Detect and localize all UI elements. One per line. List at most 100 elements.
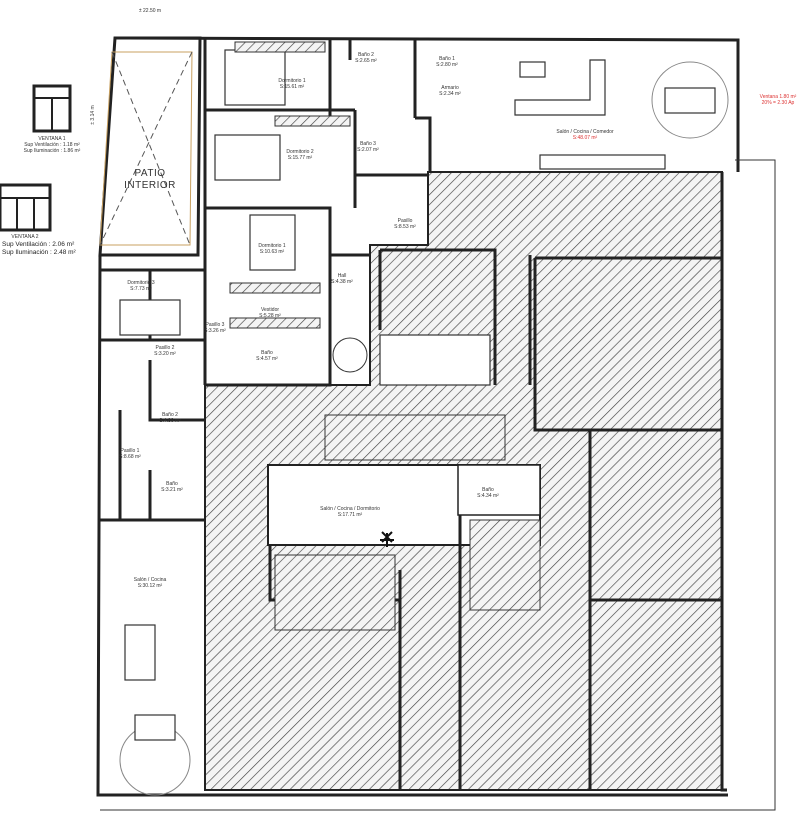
label-text: Hall (338, 273, 347, 279)
room-label: Pasillo 2S:3.20 m² (154, 345, 176, 357)
room-label: Dormitorio 1S:15.61 m² (278, 78, 305, 90)
label-text: Pasillo 2 (156, 345, 175, 351)
label-text: Salón / Cocina / Comedor (556, 129, 614, 135)
label-text: S:5.28 m² (259, 313, 281, 319)
label-text: Sup Iluminación : 2.48 m² (2, 249, 77, 256)
label-text: Baño 2 (358, 52, 374, 58)
label-text: Baño 1 (439, 56, 455, 62)
label-text: S:4.38 m² (331, 279, 353, 285)
label-text: Baño (166, 481, 178, 487)
label-text: VENTANA 1 (38, 136, 65, 142)
label-text: Dormitorio 2 (286, 149, 313, 155)
window-1-legend: VENTANA 1 Sup Ventilación : 1.18 m² Sup … (24, 84, 81, 154)
star-marker-icon (380, 531, 394, 547)
label-text: S:7.73 m² (130, 286, 152, 292)
label-text: S:2.80 m² (436, 62, 458, 68)
room-label: Dormitorio 3S:7.73 m² (127, 280, 154, 292)
label-text: S:2.34 m² (439, 91, 461, 97)
hatched-walls (268, 248, 722, 790)
room-label: Baño 1S:2.80 m² (436, 56, 458, 68)
bed-icon (224, 49, 286, 106)
label-text: Vestidor (261, 307, 279, 313)
wardrobe (274, 115, 351, 127)
dining-table-icon (651, 61, 729, 139)
window-2-legend: VENTANA 2 Sup Ventilación : 2.06 m² Sup … (0, 183, 77, 256)
label-text: S:10.63 m² (260, 249, 285, 255)
label-text: Baño (482, 487, 494, 493)
bed-icon (119, 299, 181, 336)
label-text: Dormitorio 3 (127, 280, 154, 286)
outer-wall (96, 36, 740, 797)
room-labels: Dormitorio 1S:15.61 m² Dormitorio 2S:15.… (119, 52, 614, 589)
label-text: Sup Ventilación : 2.06 m² (2, 241, 75, 248)
label-text: S:3.26 m² (204, 328, 226, 334)
kitchen-counter (539, 154, 666, 170)
label-text: VENTANA 2 (11, 234, 38, 240)
window-note: 20% = 2.30 Ap (762, 100, 795, 106)
label-text: S:30.12 m² (138, 583, 163, 589)
stairs (469, 519, 541, 611)
label-text: Salón / Cocina (134, 577, 167, 583)
room-label: Pasillo 1S:8.68 m² (119, 448, 141, 460)
label-text: S:17.71 m² (338, 512, 363, 518)
window-note: Ventana 1.80 m² (760, 94, 797, 100)
patio-interior: PATIO INTERIOR (98, 36, 202, 257)
dining-table-icon (124, 624, 156, 681)
sofa-icon (514, 59, 606, 116)
label-text: S:3.20 m² (154, 351, 176, 357)
patio-label: PATIO (134, 168, 165, 179)
label-text: Pasillo (398, 218, 413, 224)
wardrobe (234, 41, 326, 53)
room-label: Baño 2S:4.89 m² (159, 412, 181, 424)
stair-block (379, 334, 491, 386)
label-text: S:8.68 m² (119, 454, 141, 460)
label-text: S:3.21 m² (161, 487, 183, 493)
label-text: S:15.61 m² (280, 84, 305, 90)
dimension-left: ± 3.14 m (90, 105, 96, 124)
table-icon (664, 87, 716, 114)
label-text: S:8.53 m² (394, 224, 416, 230)
tv-icon (519, 61, 546, 78)
dimension-top: ± 22.50 m (139, 8, 161, 14)
label-text: Sup Iluminación : 1.86 m² (24, 148, 81, 154)
label-text: S:2.07 m² (357, 147, 379, 153)
label-text: Dormitorio 1 (278, 78, 305, 84)
room-label: Baño 2S:2.65 m² (355, 52, 377, 64)
label-text: S:15.77 m² (288, 155, 313, 161)
label-text: Pasillo 1 (121, 448, 140, 454)
label-text: S:48.07 m² (573, 135, 598, 141)
label-text: Armario (441, 85, 459, 91)
stairs (274, 554, 396, 631)
label-text: Dormitorio 1 (258, 243, 285, 249)
bathroom-room (457, 464, 541, 516)
interior-walls (100, 38, 432, 522)
label-text: Salón / Cocina / Dormitorio (320, 506, 380, 512)
room-label: Baño 3S:2.07 m² (357, 141, 379, 153)
label-text: S:4.89 m² (159, 418, 181, 424)
bed-icon (249, 214, 296, 271)
patio-label: INTERIOR (124, 180, 176, 191)
label-text: Pasillo 3 (206, 322, 225, 328)
label-text: S:4.34 m² (477, 493, 499, 499)
sofa-icon (134, 714, 176, 741)
wardrobe (229, 317, 321, 329)
property-line (100, 159, 776, 811)
wardrobe (229, 282, 321, 294)
label-text: S:4.57 m² (256, 356, 278, 362)
round-table (332, 337, 368, 373)
bed-icon (214, 134, 281, 181)
label-text: Baño (261, 350, 273, 356)
label-text: Baño 3 (360, 141, 376, 147)
room-label: Dormitorio 1S:10.63 m² (258, 243, 285, 255)
label-text: S:2.65 m² (355, 58, 377, 64)
